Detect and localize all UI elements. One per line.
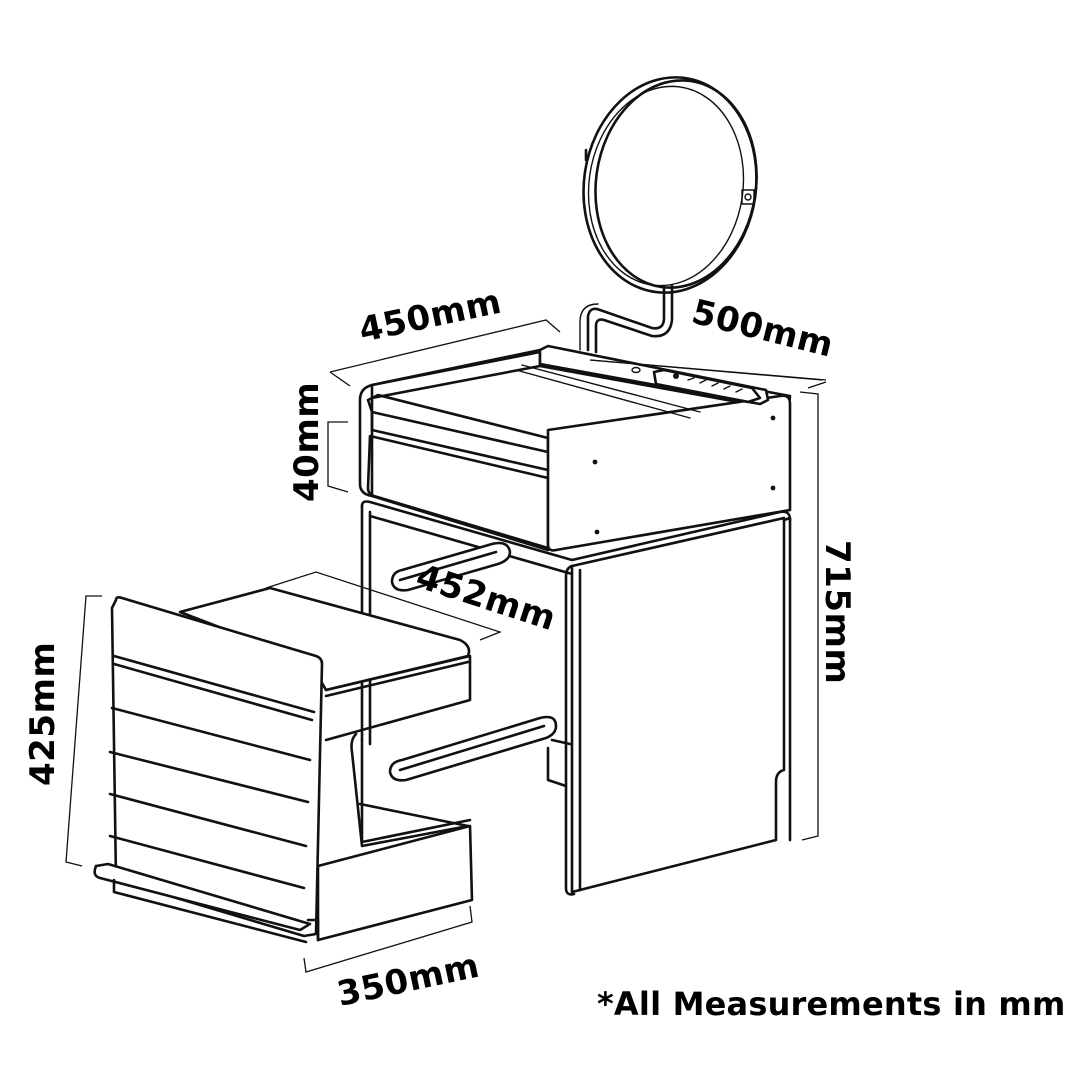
cabinet-body (360, 500, 792, 896)
stool (93, 586, 474, 944)
mirror-pivot-icon (741, 189, 755, 205)
top-drawer (358, 348, 792, 552)
dimension-lines (65, 319, 827, 973)
measurement-footnote: *All Measurements in mm (597, 985, 1066, 1023)
round-mirror (582, 76, 758, 294)
mirror-arm (579, 284, 674, 354)
power-button-icon (673, 373, 679, 379)
dim-label-715: 715mm (817, 540, 857, 684)
dim-label-500: 500mm (688, 292, 838, 366)
dim-label-425: 425mm (23, 642, 63, 786)
dim-label-350: 350mm (334, 946, 483, 1015)
side-slots (388, 541, 558, 782)
dim-label-450: 450mm (356, 282, 505, 351)
dim-label-40: 40mm (287, 382, 327, 502)
